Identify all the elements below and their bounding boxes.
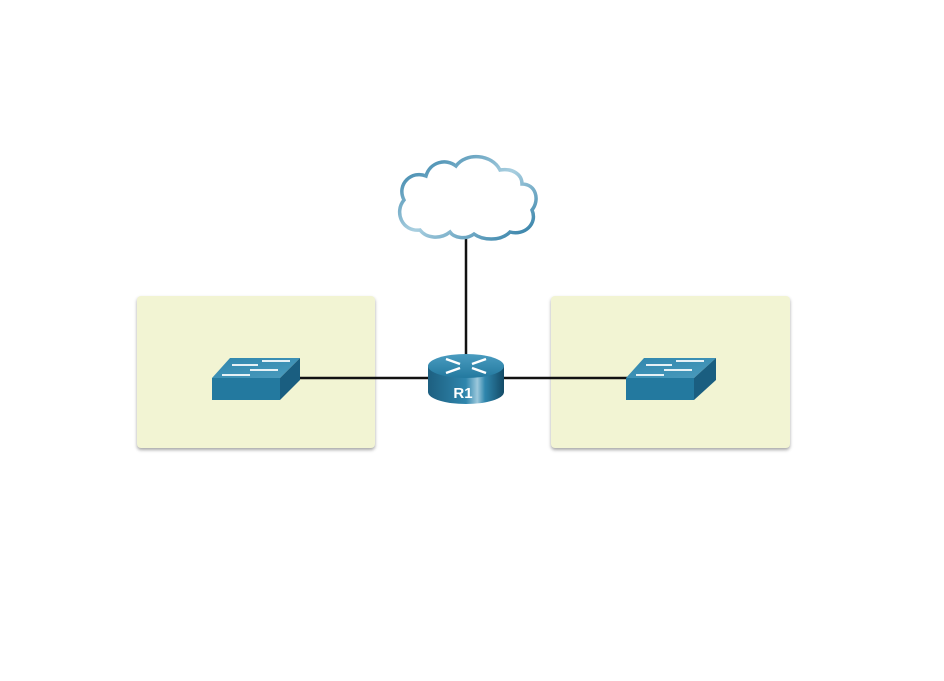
router-arrows-icon	[445, 357, 487, 375]
switch-right[interactable]	[626, 358, 716, 400]
switch-arrows-icon	[636, 360, 704, 376]
router-r1[interactable]: R1	[428, 354, 504, 404]
switch-left[interactable]	[212, 358, 300, 400]
switch-arrows-icon	[222, 360, 290, 376]
cloud-icon	[398, 155, 538, 241]
router-label: R1	[453, 385, 472, 402]
